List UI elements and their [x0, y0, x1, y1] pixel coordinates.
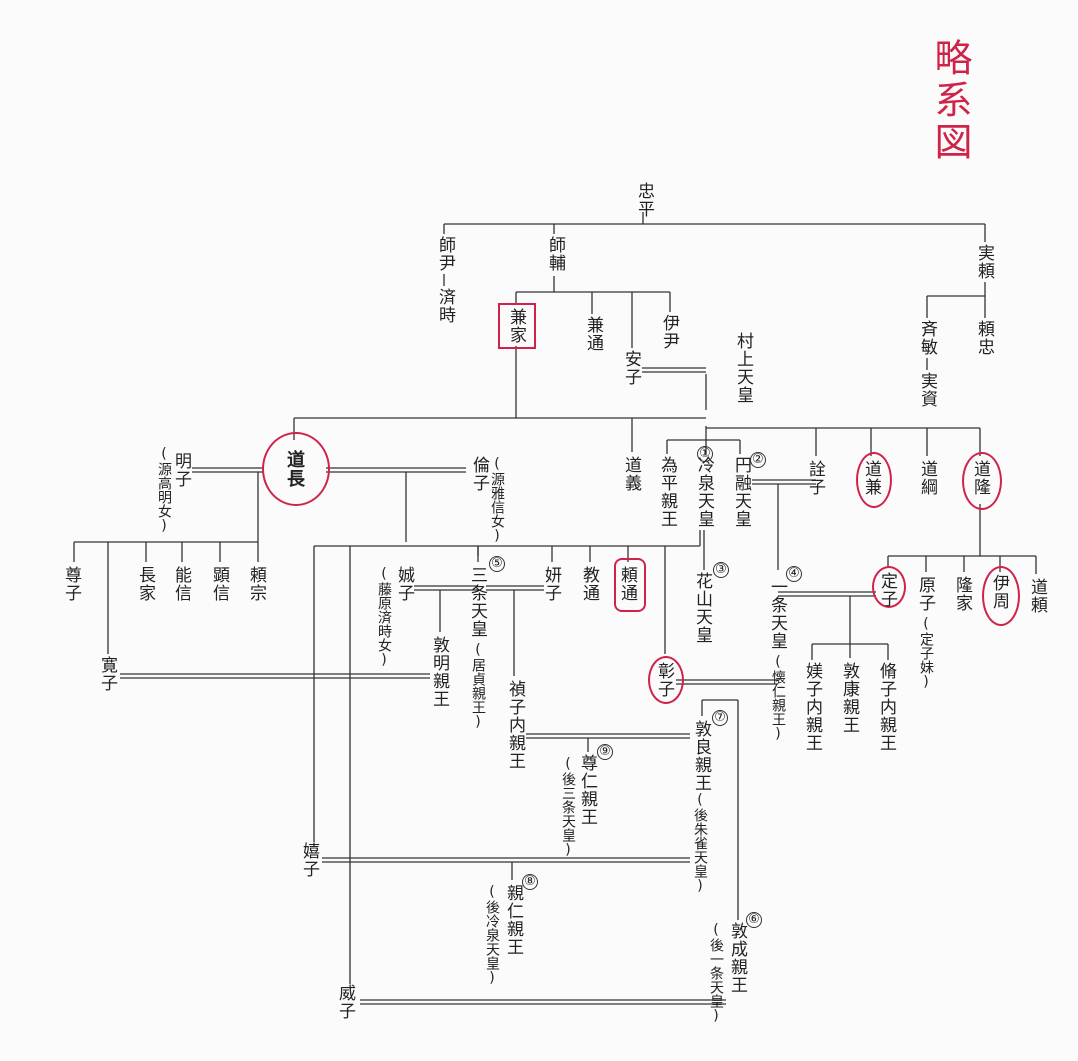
person-biko: 媄子内親王 [802, 662, 822, 752]
person-kazan: 花山天皇 [692, 572, 712, 644]
person-takahito: 尊仁親王 [577, 754, 597, 826]
person-kishi: 嬉子 [299, 842, 319, 878]
person-kaneie: 兼家 [506, 308, 526, 344]
person-akinobu: 顕信 [209, 566, 229, 602]
highlight-kaneie [498, 303, 536, 349]
person-michiyoshi: 道義 [621, 456, 641, 492]
person-tadatoshi: 斉敏 [917, 320, 937, 356]
reign-number-chikahito: ⑧ [522, 874, 538, 890]
person-kenshi: 妍子 [541, 566, 561, 602]
highlight-michikane [856, 452, 892, 508]
person-norimichi: 教通 [579, 566, 599, 602]
highlight-teishi [872, 566, 906, 608]
highlight-korechika [982, 566, 1020, 626]
note-ichijo: (懐仁親王) [770, 654, 786, 742]
person-anshi: 安子 [621, 350, 641, 386]
person-nagaie: 長家 [135, 566, 155, 602]
person-chikahito: 親仁親王 [503, 884, 523, 956]
person-saneyori: 実頼 [974, 244, 994, 280]
person-atsunaga: 敦良親王 [691, 720, 711, 792]
person-teishi-naishinno: 禎子内親王 [505, 680, 525, 770]
person-korechika: 伊周 [989, 574, 1009, 610]
person-yoritada: 頼忠 [974, 320, 994, 356]
person-michiyori: 道頼 [1027, 578, 1047, 614]
reign-number-reizei: ① [697, 446, 713, 462]
note-takahito: (後三条天皇) [560, 756, 576, 858]
person-seishi: 娍子 [394, 566, 414, 602]
person-atsuakira: 敦明親王 [429, 636, 449, 708]
note-genshi: (定子妹) [918, 616, 934, 690]
person-kanemichi: 兼通 [583, 316, 603, 352]
highlight-michitaka [962, 452, 1002, 510]
person-rinshi: 倫子 [469, 456, 489, 492]
note-sanjo: (居貞親王) [470, 642, 486, 730]
person-naritoki: 済時 [435, 288, 455, 324]
person-koretada: 伊尹 [659, 314, 679, 350]
note-akiko-m: (源高明女) [156, 446, 172, 534]
person-michitaka: 道隆 [970, 460, 990, 496]
person-sanesuke: 実資 [917, 372, 937, 408]
highlight-yorimichi [614, 558, 646, 612]
person-yorimichi: 頼通 [617, 566, 637, 602]
person-shushi: 脩子内親王 [876, 662, 896, 752]
highlight-michinaga [262, 432, 330, 506]
person-ichijo: 一条天皇 [767, 578, 787, 650]
person-takako: 尊子 [61, 566, 81, 602]
highlight-shoshi [648, 656, 684, 704]
reign-number-atsunaga: ⑦ [712, 710, 728, 726]
person-takaie: 隆家 [952, 576, 972, 612]
person-enyu: 円融天皇 [731, 456, 751, 528]
person-murakami: 村上天皇 [733, 332, 753, 404]
person-michikane: 道兼 [861, 460, 881, 496]
person-morotada: 師尹 [435, 236, 455, 272]
diagram-title: 略系図 [928, 38, 972, 164]
person-michitsuna: 道綱 [917, 460, 937, 496]
person-genshi: 原子 [915, 576, 935, 612]
note-atsuhira: (後一条天皇) [708, 922, 724, 1024]
person-tamehira: 為平親王 [657, 456, 677, 528]
person-kanshi: 寛子 [97, 656, 117, 692]
reign-number-ichijo: ④ [786, 566, 802, 582]
person-yoshinobu: 能信 [171, 566, 191, 602]
person-senshi: 詮子 [805, 460, 825, 496]
note-atsunaga: (後朱雀天皇) [692, 792, 708, 894]
reign-number-enyu: ② [750, 452, 766, 468]
person-michinaga: 道長 [284, 450, 305, 488]
person-yorimune: 頼宗 [246, 566, 266, 602]
person-ishi: 威子 [335, 984, 355, 1020]
reign-number-sanjo: ⑤ [489, 556, 505, 572]
reign-number-takahito: ⑨ [597, 744, 613, 760]
reign-number-kazan: ③ [713, 562, 729, 578]
person-reizei: 冷泉天皇 [694, 456, 714, 528]
person-akiko-m: 明子 [171, 452, 191, 488]
person-sanjo: 三条天皇 [467, 566, 487, 638]
note-seishi: (藤原済時女) [376, 566, 392, 668]
note-chikahito: (後冷泉天皇) [484, 884, 500, 986]
person-tadahira: 忠平 [634, 182, 654, 218]
person-atsuhira: 敦成親王 [727, 922, 747, 994]
person-atsuyasu: 敦康親王 [839, 662, 859, 734]
person-morosuke: 師輔 [545, 236, 565, 272]
person-teishi: 定子 [877, 572, 897, 608]
reign-number-atsuhira: ⑥ [746, 912, 762, 928]
person-shoshi: 彰子 [654, 662, 674, 698]
note-rinshi: (源雅信女) [489, 456, 505, 544]
